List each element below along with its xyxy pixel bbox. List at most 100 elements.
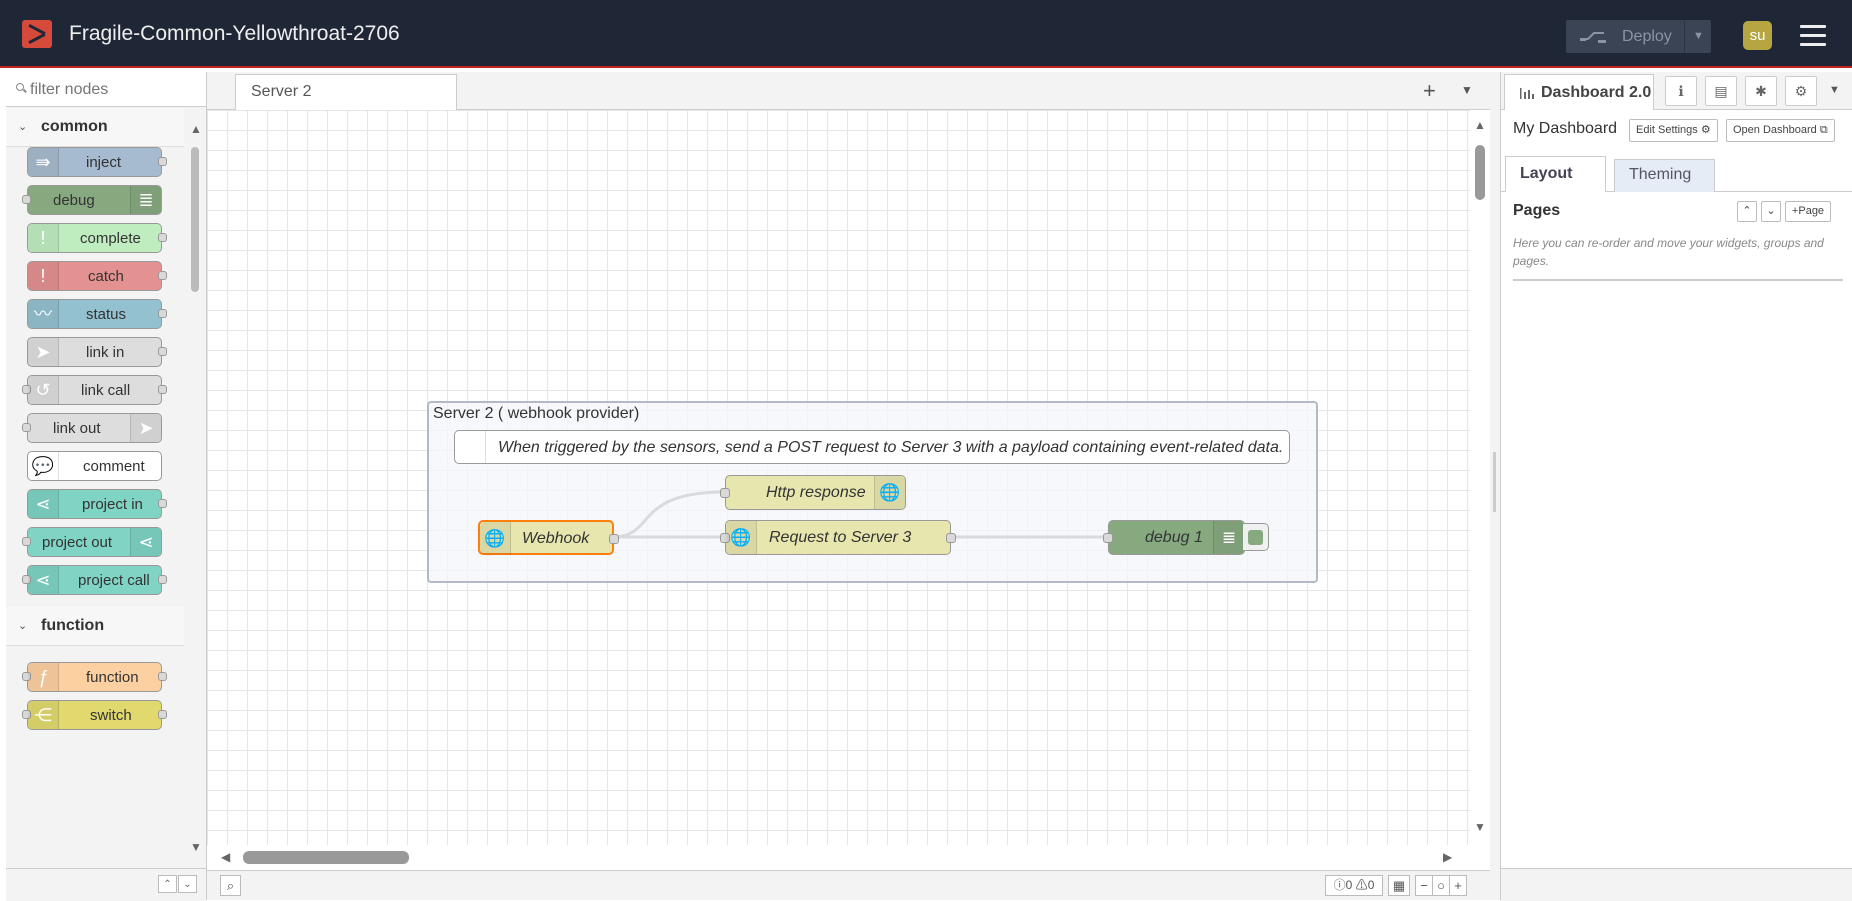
user-avatar[interactable]: su bbox=[1743, 21, 1772, 50]
book-icon[interactable]: ▤ bbox=[1705, 76, 1737, 106]
header-bar: Fragile-Common-Yellowthroat-2706 Deploy … bbox=[0, 0, 1852, 68]
output-port bbox=[158, 499, 167, 508]
project-link-icon: ⋖ bbox=[28, 566, 59, 594]
gear-icon[interactable]: ⚙ bbox=[1785, 76, 1817, 106]
palette-category-common[interactable]: ⌄ common bbox=[6, 108, 184, 147]
output-port bbox=[158, 347, 167, 356]
palette-filter bbox=[6, 72, 206, 107]
bug-icon[interactable]: ✱ bbox=[1745, 76, 1777, 106]
edit-settings-button[interactable]: Edit Settings ⚙ bbox=[1629, 119, 1718, 142]
navigator-map-icon[interactable]: ▦ bbox=[1388, 875, 1410, 896]
collapse-all-icon[interactable]: ⌃ bbox=[158, 875, 177, 893]
palette-node-catch[interactable]: ! catch bbox=[27, 261, 162, 291]
filter-nodes-input[interactable] bbox=[20, 78, 202, 102]
scroll-up-arrow-icon[interactable]: ▲ bbox=[190, 122, 202, 136]
search-flows-icon[interactable]: ⌕ bbox=[220, 875, 241, 896]
zoom-in-icon[interactable]: + bbox=[1449, 875, 1467, 896]
expand-all-pages-icon[interactable]: ⌄ bbox=[1761, 201, 1781, 222]
debug-toggle-indicator bbox=[1248, 530, 1263, 545]
palette-category-function[interactable]: ⌄ function bbox=[6, 607, 184, 646]
status-counts-button[interactable]: ⓘ0 ⚠0 bbox=[1325, 875, 1383, 896]
sidebar-tabs-caret-icon[interactable]: ▼ bbox=[1829, 84, 1840, 96]
flow-node-http-response[interactable]: Http response 🌐 bbox=[725, 475, 906, 510]
error-count: 0 bbox=[1346, 878, 1353, 892]
chevron-down-icon: ⌄ bbox=[18, 120, 27, 133]
tab-dashboard-2[interactable]: Dashboard 2.0 bbox=[1504, 74, 1654, 110]
comment-text: When triggered by the sensors, send a PO… bbox=[498, 439, 1283, 457]
scrollbar-thumb[interactable] bbox=[243, 851, 409, 864]
palette-node-status[interactable]: 〰 status bbox=[27, 299, 162, 329]
project-link-icon: ⋖ bbox=[28, 490, 59, 518]
zoom-reset-icon[interactable]: ○ bbox=[1432, 875, 1450, 896]
add-flow-plus-icon[interactable]: + bbox=[1423, 78, 1436, 104]
flow-node-request-to-server-3[interactable]: 🌐 Request to Server 3 bbox=[725, 520, 951, 555]
tab-server-2[interactable]: Server 2 bbox=[235, 74, 457, 110]
scroll-down-arrow-icon[interactable]: ▼ bbox=[1474, 820, 1486, 834]
input-port[interactable] bbox=[720, 488, 730, 498]
deploy-button[interactable]: Deploy ▼ bbox=[1566, 20, 1711, 53]
collapse-all-pages-icon[interactable]: ⌃ bbox=[1737, 201, 1757, 222]
palette-node-debug[interactable]: debug ≣ bbox=[27, 185, 162, 215]
output-port[interactable] bbox=[946, 533, 956, 543]
warning-icon: ⚠ bbox=[1356, 878, 1368, 892]
flow-node-webhook[interactable]: 🌐 Webhook bbox=[478, 520, 614, 555]
canvas-vertical-scrollbar[interactable]: ▲ ▼ bbox=[1470, 110, 1490, 845]
tab-label: Dashboard 2.0 bbox=[1541, 84, 1651, 102]
scrollbar-thumb[interactable] bbox=[191, 147, 199, 292]
sidebar-splitter[interactable] bbox=[1490, 72, 1500, 900]
flow-list-caret-icon[interactable]: ▼ bbox=[1461, 83, 1473, 97]
node-palette: ⌄ common ⇛ inject debug ≣ ! complete ! c… bbox=[6, 72, 207, 900]
palette-node-function[interactable]: ƒ function bbox=[27, 662, 162, 692]
scroll-right-arrow-icon[interactable]: ▶ bbox=[1443, 850, 1452, 864]
palette-node-project-in[interactable]: ⋖ project in bbox=[27, 489, 162, 519]
palette-node-switch[interactable]: ⋲ switch bbox=[27, 700, 162, 730]
output-port bbox=[158, 385, 167, 394]
palette-node-link-out[interactable]: link out ➤ bbox=[27, 413, 162, 443]
canvas-horizontal-scrollbar[interactable]: ◀ ▶ bbox=[207, 845, 1490, 870]
subtab-theming[interactable]: Theming bbox=[1614, 159, 1715, 192]
node-label: switch bbox=[90, 707, 132, 724]
palette-node-link-call[interactable]: ↺ link call bbox=[27, 375, 162, 405]
flow-node-debug-1[interactable]: debug 1 ≣ bbox=[1108, 520, 1245, 555]
expand-all-icon[interactable]: ⌄ bbox=[178, 875, 197, 893]
node-label: catch bbox=[88, 268, 124, 285]
zoom-out-icon[interactable]: − bbox=[1415, 875, 1433, 896]
deploy-menu-caret-icon[interactable]: ▼ bbox=[1684, 20, 1712, 53]
palette-scrollbar[interactable]: ▲ ▼ bbox=[187, 122, 203, 852]
speech-bubble-icon: 💬 bbox=[28, 452, 59, 480]
scroll-down-arrow-icon[interactable]: ▼ bbox=[190, 840, 202, 854]
switch-icon: ⋲ bbox=[28, 701, 59, 729]
info-icon[interactable]: ℹ bbox=[1665, 76, 1697, 106]
main-menu-hamburger-icon[interactable] bbox=[1800, 25, 1826, 47]
palette-node-project-out[interactable]: project out ⋖ bbox=[27, 527, 162, 557]
input-port bbox=[22, 537, 31, 546]
node-label: link in bbox=[86, 344, 124, 361]
comment-node[interactable]: When triggered by the sensors, send a PO… bbox=[454, 430, 1290, 464]
output-port bbox=[158, 710, 167, 719]
input-port[interactable] bbox=[1103, 533, 1113, 543]
subtab-layout[interactable]: Layout bbox=[1505, 156, 1606, 192]
deploy-label: Deploy bbox=[1622, 28, 1672, 46]
add-page-button[interactable]: +Page bbox=[1785, 201, 1831, 222]
scroll-up-arrow-icon[interactable]: ▲ bbox=[1474, 118, 1486, 132]
node-label: complete bbox=[80, 230, 141, 247]
palette-node-link-in[interactable]: ➤ link in bbox=[27, 337, 162, 367]
scrollbar-thumb[interactable] bbox=[1475, 145, 1485, 200]
debug-toggle-button[interactable] bbox=[1243, 523, 1269, 551]
open-dashboard-label: Open Dashboard bbox=[1733, 124, 1817, 136]
open-dashboard-button[interactable]: Open Dashboard ⧉ bbox=[1726, 119, 1835, 142]
palette-node-comment[interactable]: 💬 comment bbox=[27, 451, 162, 481]
output-port[interactable] bbox=[609, 534, 619, 544]
sidebar: Dashboard 2.0 ℹ ▤ ✱ ⚙ ▼ My Dashboard Edi… bbox=[1500, 72, 1852, 900]
palette-node-inject[interactable]: ⇛ inject bbox=[27, 147, 162, 177]
input-port bbox=[22, 423, 31, 432]
pulse-icon: 〰 bbox=[28, 300, 59, 328]
scroll-left-arrow-icon[interactable]: ◀ bbox=[221, 850, 230, 864]
node-label: inject bbox=[86, 154, 121, 171]
palette-node-complete[interactable]: ! complete bbox=[27, 223, 162, 253]
palette-node-project-call[interactable]: ⋖ project call bbox=[27, 565, 162, 595]
pages-divider bbox=[1513, 279, 1843, 281]
flow-canvas[interactable]: Server 2 ( webhook provider) When trigge… bbox=[207, 110, 1472, 845]
node-label: status bbox=[86, 306, 126, 323]
output-port bbox=[158, 309, 167, 318]
